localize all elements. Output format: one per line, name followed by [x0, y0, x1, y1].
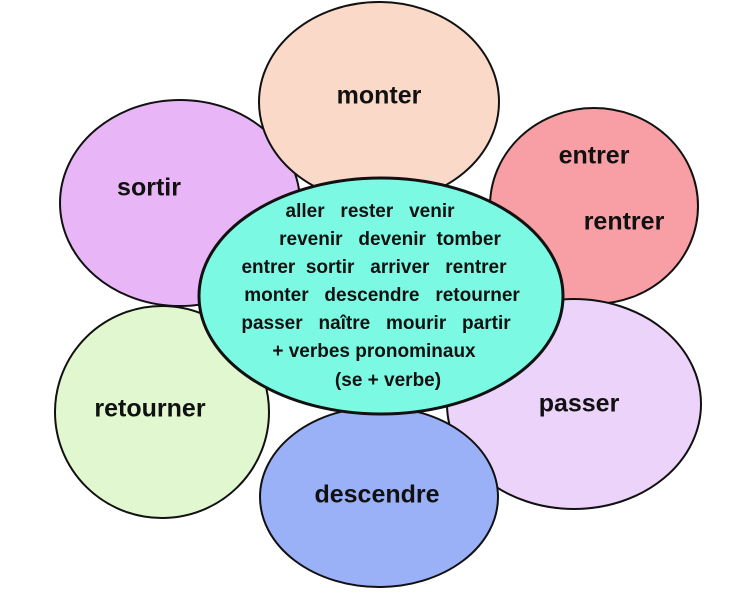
- petal-retourner: [54, 305, 270, 519]
- petal-label-retourner: retourner: [94, 395, 205, 423]
- center-line: monter descendre retourner: [244, 285, 520, 306]
- petal-label-monter: monter: [337, 82, 422, 110]
- center-line: entrer sortir arriver rentrer: [241, 257, 507, 278]
- petal-label-passer: passer: [539, 390, 620, 418]
- petal-label-rentrer: rentrer: [584, 208, 665, 236]
- center-line: passer naître mourir partir: [241, 313, 511, 334]
- petal-label-entrer: entrer: [559, 142, 630, 170]
- petal-label-descendre: descendre: [314, 481, 439, 509]
- center-ellipse: [197, 176, 565, 416]
- center-line: (se + verbe): [335, 370, 441, 391]
- center-line: + verbes pronominaux: [272, 341, 476, 362]
- petal-label-sortir: sortir: [117, 174, 181, 202]
- center-line: aller rester venir: [286, 201, 456, 222]
- center-line: revenir devenir tomber: [279, 229, 501, 250]
